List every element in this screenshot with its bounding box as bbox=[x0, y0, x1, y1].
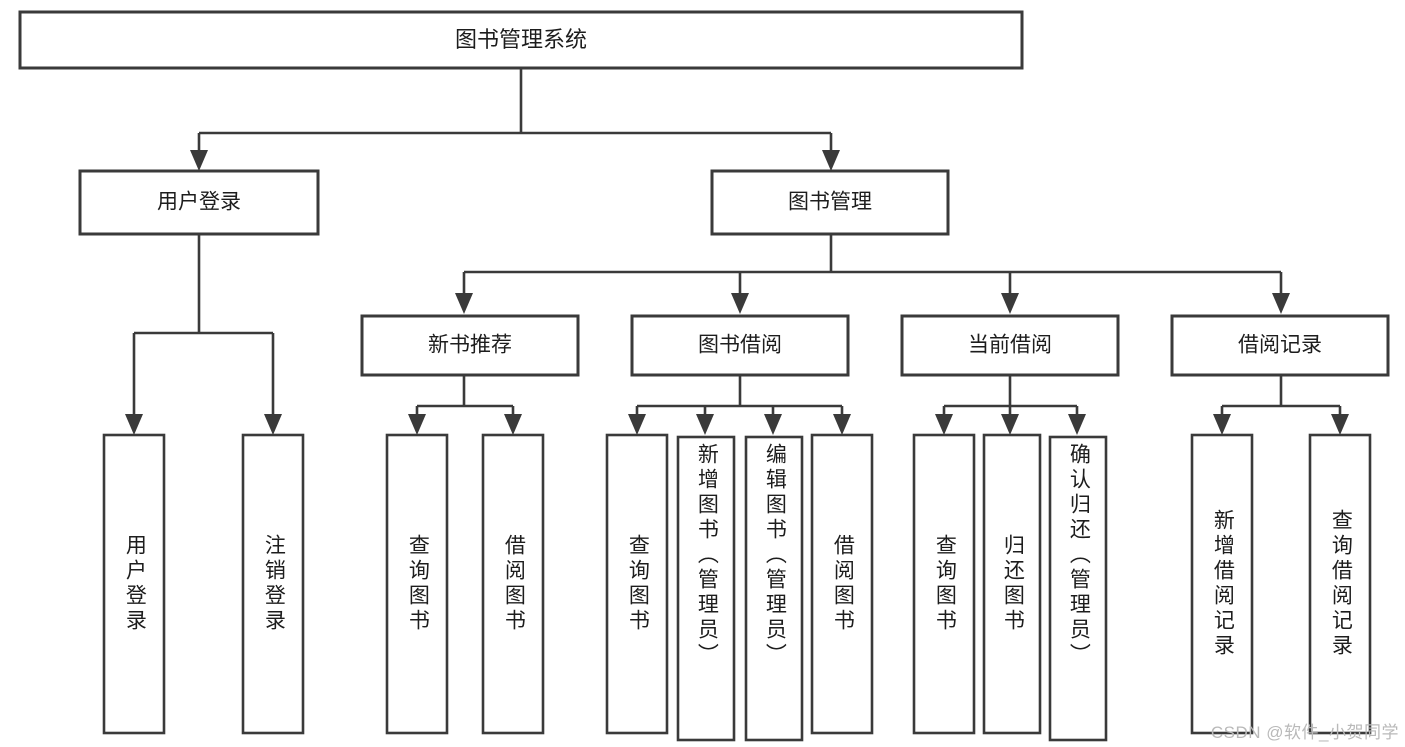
node-book-borrow-box[interactable] bbox=[630, 314, 850, 377]
connector-group bbox=[125, 68, 1349, 435]
arrowhead-nb-leaf-1 bbox=[408, 414, 426, 435]
leaf-box-nb-query-book[interactable] bbox=[385, 433, 449, 735]
arrowhead-bb-leaf-4 bbox=[833, 414, 851, 435]
arrowhead-bb-leaf-3 bbox=[764, 414, 782, 435]
node-user-login-label: 用户登录 bbox=[157, 191, 241, 214]
arrowhead-book-manage bbox=[822, 150, 840, 171]
node-borrow-record[interactable]: 借阅记录 bbox=[1170, 314, 1390, 377]
leaf-box-br-query-record[interactable] bbox=[1308, 433, 1372, 735]
arrowhead-leaf-logout bbox=[264, 414, 282, 435]
node-borrow-record-box[interactable] bbox=[1170, 314, 1390, 377]
arrowhead-cb-leaf-1 bbox=[935, 414, 953, 435]
arrowhead-cb-leaf-2 bbox=[1001, 414, 1019, 435]
node-book-manage-label: 图书管理 bbox=[788, 191, 872, 214]
node-root-label: 图书管理系统 bbox=[455, 27, 587, 52]
arrowhead-br-leaf-1 bbox=[1213, 414, 1231, 435]
arrowhead-borrow-record bbox=[1272, 293, 1290, 314]
leaf-box-bb-edit-book[interactable] bbox=[744, 435, 804, 742]
arrowhead-user-login bbox=[190, 150, 208, 171]
node-book-borrow-label: 图书借阅 bbox=[698, 334, 782, 357]
arrowhead-book-borrow bbox=[731, 293, 749, 314]
arrowhead-new-book bbox=[455, 293, 473, 314]
leaf-box-user-login[interactable] bbox=[102, 433, 166, 735]
arrowhead-cb-leaf-3 bbox=[1068, 414, 1086, 435]
node-current-borrow-label: 当前借阅 bbox=[968, 334, 1052, 357]
leaf-box-bb-add-book[interactable] bbox=[676, 435, 736, 742]
node-root-box[interactable] bbox=[18, 10, 1024, 70]
node-new-book-recommend-label: 新书推荐 bbox=[428, 334, 512, 357]
node-current-borrow[interactable]: 当前借阅 bbox=[900, 314, 1120, 377]
leaf-box-br-add-record[interactable] bbox=[1190, 433, 1254, 735]
node-user-login-box[interactable] bbox=[78, 169, 320, 236]
node-current-borrow-box[interactable] bbox=[900, 314, 1120, 377]
leaf-box-bb-borrow-book[interactable] bbox=[810, 433, 874, 735]
node-book-borrow[interactable]: 图书借阅 bbox=[630, 314, 850, 377]
leaf-box-cb-confirm-return[interactable] bbox=[1048, 435, 1108, 742]
leaf-box-cb-return-book[interactable] bbox=[982, 433, 1042, 735]
arrowhead-br-leaf-2 bbox=[1331, 414, 1349, 435]
node-root[interactable]: 图书管理系统 bbox=[18, 10, 1024, 70]
arrowhead-nb-leaf-2 bbox=[504, 414, 522, 435]
node-book-manage[interactable]: 图书管理 bbox=[710, 169, 950, 236]
watermark: CSDN @软件_小贺同学 bbox=[1210, 723, 1399, 742]
leaf-box-bb-query-book[interactable] bbox=[605, 433, 669, 735]
node-new-book-recommend-box[interactable] bbox=[360, 314, 580, 377]
arrowhead-bb-leaf-1 bbox=[628, 414, 646, 435]
leaf-box-cb-query-book[interactable] bbox=[912, 433, 976, 735]
arrowhead-current-borrow bbox=[1001, 293, 1019, 314]
leaf-box-logout[interactable] bbox=[241, 433, 305, 735]
node-borrow-record-label: 借阅记录 bbox=[1238, 334, 1322, 357]
node-book-manage-box[interactable] bbox=[710, 169, 950, 236]
node-user-login[interactable]: 用户登录 bbox=[78, 169, 320, 236]
leaf-box-nb-borrow-book[interactable] bbox=[481, 433, 545, 735]
arrowhead-bb-leaf-2 bbox=[696, 414, 714, 435]
arrowhead-leaf-user-login bbox=[125, 414, 143, 435]
node-new-book-recommend[interactable]: 新书推荐 bbox=[360, 314, 580, 377]
